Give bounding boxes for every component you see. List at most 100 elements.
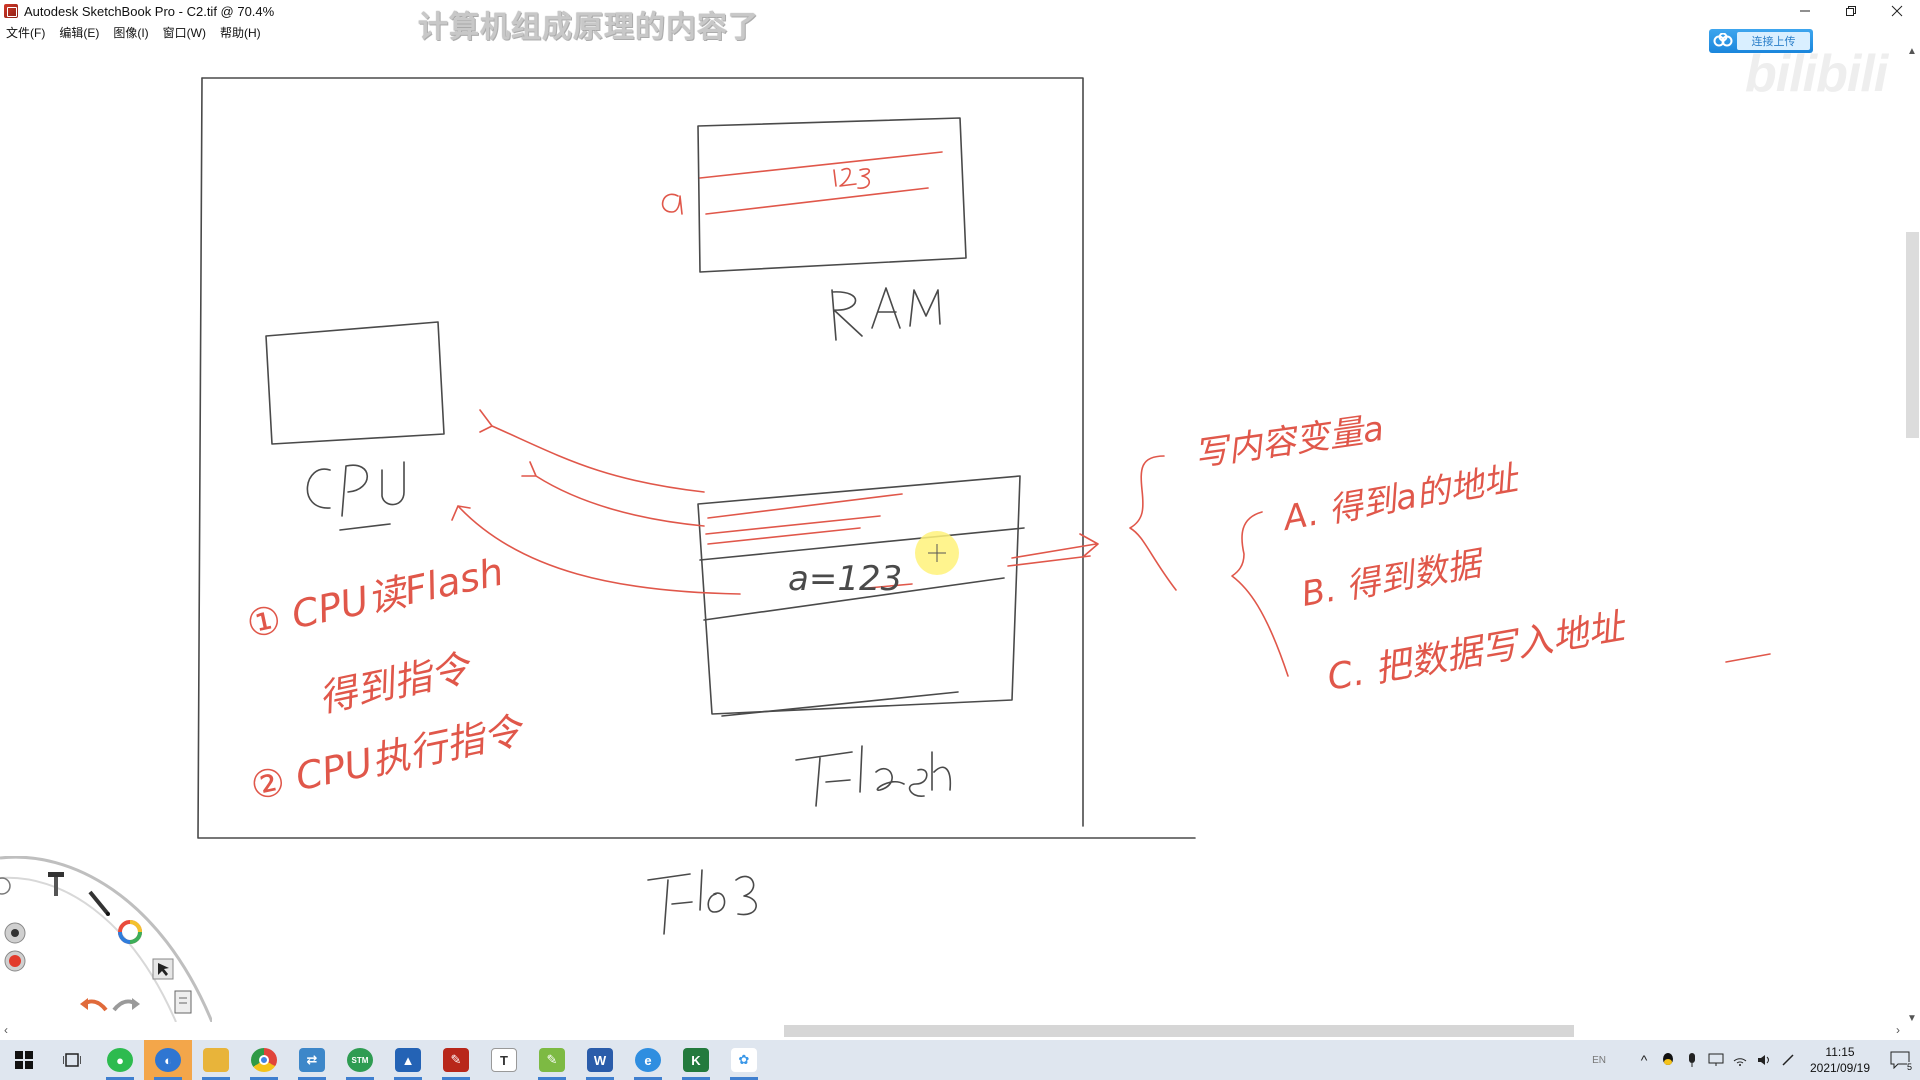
photos-icon: ▲ xyxy=(395,1048,421,1072)
taskbar-photos[interactable]: ▲ xyxy=(384,1040,432,1080)
notification-center-button[interactable]: 5 xyxy=(1880,1040,1920,1080)
title-bar: Autodesk SketchBook Pro - C2.tif @ 70.4%… xyxy=(0,0,1920,45)
ram-slot-line-1 xyxy=(699,151,943,179)
browser-icon: e xyxy=(635,1048,661,1072)
scroll-left-icon[interactable]: ‹ xyxy=(4,1023,8,1037)
start-button[interactable] xyxy=(0,1040,48,1080)
color-swatch-icon[interactable] xyxy=(4,950,26,972)
taskbar-screen-recorder[interactable]: ◐ xyxy=(144,1040,192,1080)
taskbar-chrome[interactable] xyxy=(240,1040,288,1080)
taskbar-remote[interactable]: ⇄ xyxy=(288,1040,336,1080)
sketch-drawing: a=123 ① CPU读Flash 得到指令 ② CPU执行指令 写内容变量a … xyxy=(197,77,1771,935)
arrow-to-cpu-1 xyxy=(479,409,705,493)
menu-image[interactable]: 图像(I) xyxy=(113,25,149,40)
select-tool-icon[interactable] xyxy=(152,958,174,980)
restore-button[interactable] xyxy=(1828,0,1874,22)
taskbar-keil[interactable]: K xyxy=(672,1040,720,1080)
display-icon[interactable] xyxy=(1704,1040,1728,1080)
menu-file[interactable]: 文件(F) xyxy=(6,25,46,40)
flash-divider-1 xyxy=(699,527,1025,561)
chip-icon: STM xyxy=(347,1048,373,1072)
scroll-down-icon[interactable]: ▼ xyxy=(1907,1013,1917,1024)
underline-123 xyxy=(867,583,913,589)
clock-time: 11:15 xyxy=(1825,1045,1855,1059)
flash-slot-3 xyxy=(707,527,861,545)
task-view-button[interactable] xyxy=(48,1040,96,1080)
taskbar-explorer[interactable] xyxy=(192,1040,240,1080)
big-brace xyxy=(1129,455,1177,591)
ram-slot-line-2 xyxy=(705,187,929,215)
language-indicator[interactable]: EN xyxy=(1592,1054,1606,1066)
color-wheel-icon[interactable] xyxy=(118,920,142,944)
cloud-upload-widget[interactable]: 连接上传 xyxy=(1709,29,1813,53)
taskbar-sketchbook[interactable]: ✎ xyxy=(432,1040,480,1080)
pen-icon[interactable] xyxy=(1776,1040,1800,1080)
volume-icon[interactable] xyxy=(1752,1040,1776,1080)
horizontal-scrollbar[interactable]: ‹ › xyxy=(0,1022,1904,1040)
flash-box xyxy=(697,475,1021,715)
task-view-icon xyxy=(63,1053,81,1067)
taskbar-text-editor[interactable]: T xyxy=(480,1040,528,1080)
watermark-logo: bilibili xyxy=(1745,45,1888,103)
chrome-icon xyxy=(251,1048,277,1072)
taskbar-wechat[interactable]: ● xyxy=(96,1040,144,1080)
restore-icon xyxy=(1846,6,1856,16)
layer-icon[interactable] xyxy=(174,990,192,1014)
taskbar-notepad-plus[interactable]: ✎ xyxy=(528,1040,576,1080)
step1-line2: 得到指令 xyxy=(315,645,477,720)
note-a: A. 得到a的地址 xyxy=(1279,458,1524,539)
cloud-upload-label: 连接上传 xyxy=(1737,32,1810,50)
notepad-icon: ✎ xyxy=(539,1048,565,1072)
lagoon-edge-icon[interactable] xyxy=(0,876,12,896)
arrow-to-notes xyxy=(1007,533,1099,567)
ram-letters xyxy=(831,287,941,341)
vertical-scrollbar[interactable]: ▲ ▼ xyxy=(1904,42,1920,1026)
brush-size-icon[interactable] xyxy=(4,922,26,944)
outer-frame-left xyxy=(197,77,1196,839)
sketchbook-app-icon xyxy=(4,4,18,18)
scroll-up-icon[interactable]: ▲ xyxy=(1907,46,1917,57)
redo-icon[interactable] xyxy=(112,996,142,1014)
keil-icon: K xyxy=(683,1048,709,1072)
video-subtitle: 计算机组成原理的内容了 xyxy=(418,10,759,45)
taskbar-word[interactable]: W xyxy=(576,1040,624,1080)
flash-divider-2 xyxy=(703,577,1005,621)
notification-icon xyxy=(1890,1051,1910,1069)
flash-slot-2 xyxy=(705,515,881,535)
flash-letters xyxy=(795,745,952,807)
taskbar-cloud[interactable]: ✿ xyxy=(720,1040,768,1080)
sketchbook-icon: ✎ xyxy=(443,1048,469,1072)
var-a-mark xyxy=(661,193,683,215)
note-title: 写内容变量a xyxy=(1192,409,1387,475)
ram-123-mark xyxy=(833,167,871,189)
clock-date: 2021/09/19 xyxy=(1809,1061,1871,1075)
microphone-icon[interactable] xyxy=(1680,1040,1704,1080)
flash-slot-1 xyxy=(707,493,903,519)
vertical-scroll-thumb[interactable] xyxy=(1906,232,1919,438)
close-button[interactable] xyxy=(1874,0,1920,22)
scroll-right-icon[interactable]: › xyxy=(1896,1023,1900,1037)
drawing-canvas[interactable]: a=123 ① CPU读Flash 得到指令 ② CPU执行指令 写内容变量a … xyxy=(0,42,1904,1026)
horizontal-scroll-thumb[interactable] xyxy=(784,1025,1574,1037)
minimize-button[interactable] xyxy=(1782,0,1828,22)
qq-icon[interactable] xyxy=(1656,1040,1680,1080)
brush-icon[interactable] xyxy=(44,870,68,900)
ram-box xyxy=(697,117,967,273)
flash-value-text: a=123 xyxy=(788,559,902,599)
menu-edit[interactable]: 编辑(E) xyxy=(59,25,100,40)
flash-divider-3 xyxy=(721,691,959,717)
taskbar-clock[interactable]: 11:15 2021/09/19 xyxy=(1800,1044,1880,1076)
cpu-box xyxy=(265,321,445,445)
close-icon xyxy=(1891,5,1903,17)
taskbar-stm32[interactable]: STM xyxy=(336,1040,384,1080)
menu-help[interactable]: 帮助(H) xyxy=(219,25,261,40)
undo-icon[interactable] xyxy=(78,996,108,1014)
wifi-icon[interactable] xyxy=(1728,1040,1752,1080)
chevron-up-icon[interactable]: ^ xyxy=(1640,1052,1648,1068)
arrow-to-cpu-2 xyxy=(521,461,705,527)
pen-tool-icon[interactable] xyxy=(86,888,112,918)
menu-window[interactable]: 窗口(W) xyxy=(162,25,206,40)
taskbar-browser[interactable]: e xyxy=(624,1040,672,1080)
recorder-icon: ◐ xyxy=(155,1048,181,1072)
